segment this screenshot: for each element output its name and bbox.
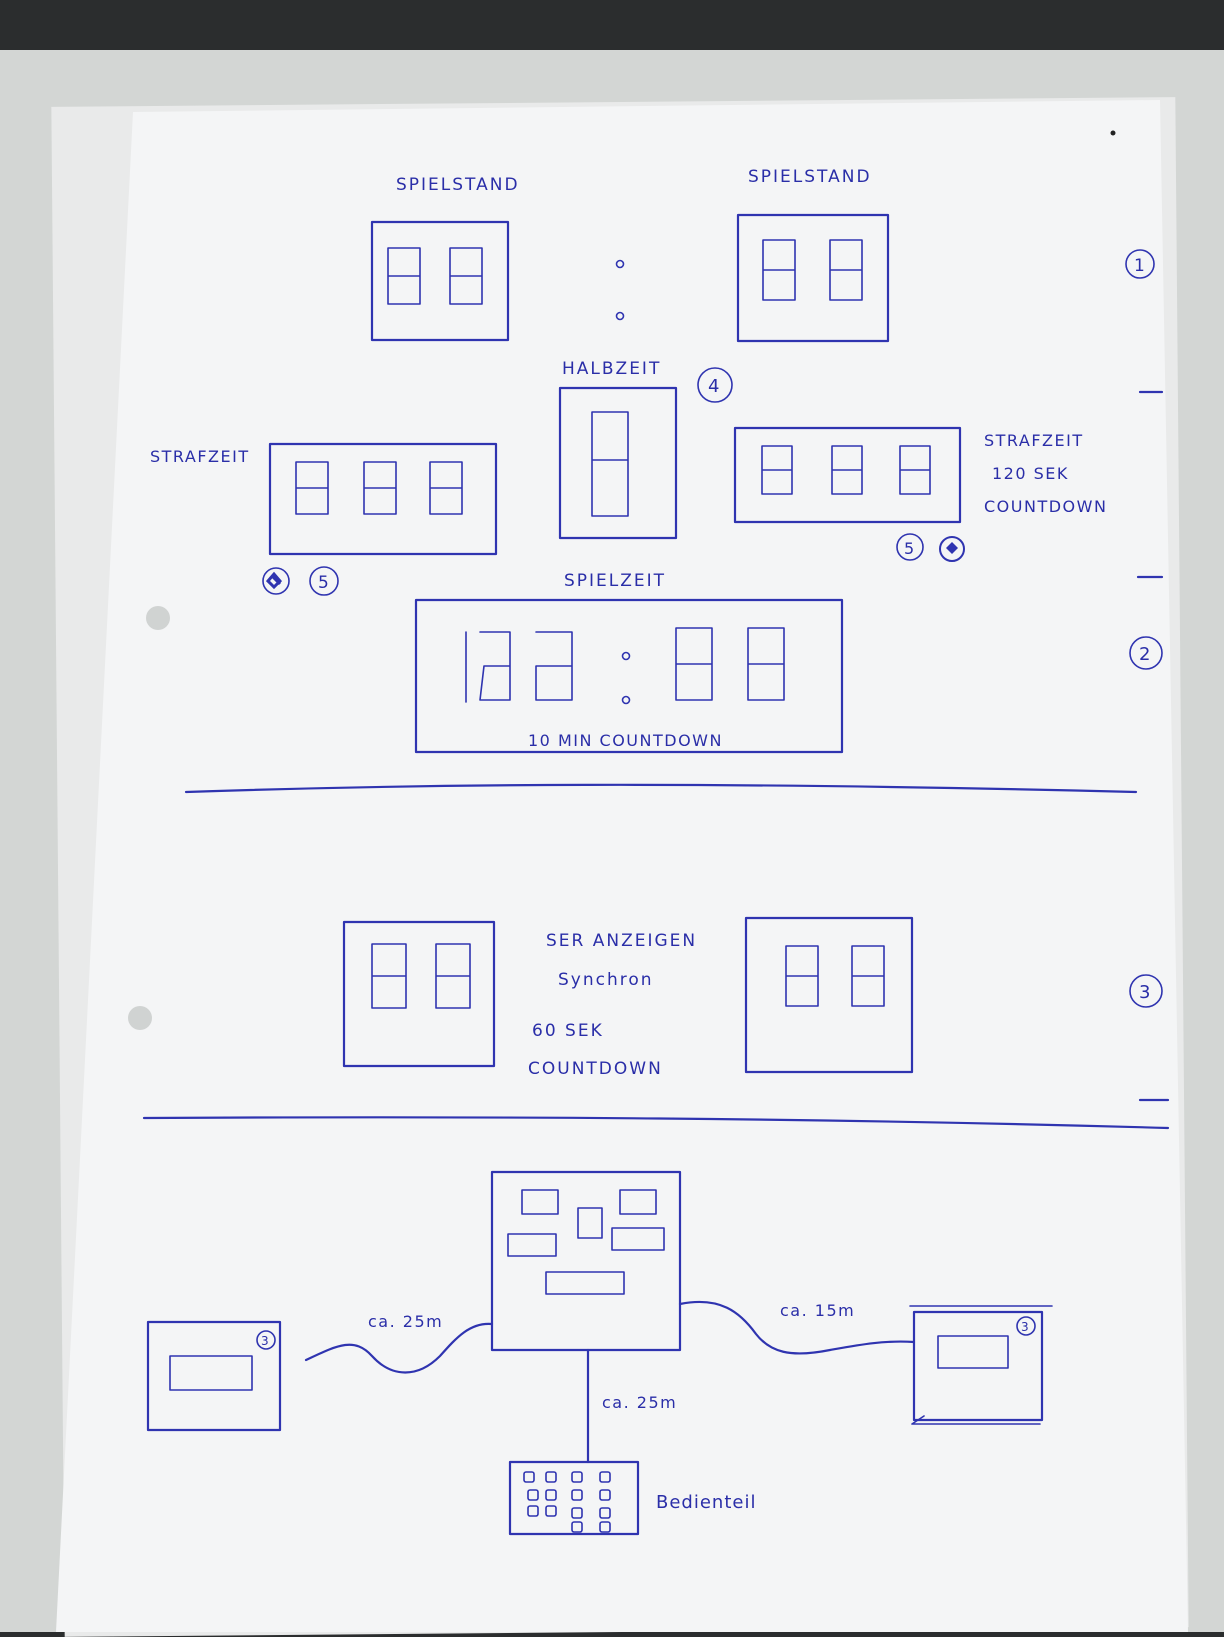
label-strafzeit-countdown: COUNTDOWN [984, 497, 1107, 516]
svg-text:2: 2 [1139, 644, 1150, 665]
digit [591, 411, 629, 517]
strafzeit-display-right [733, 426, 962, 524]
svg-text:3: 3 [1021, 1320, 1029, 1334]
strafzeit-right-markers: 5 [896, 533, 965, 562]
halbzeit-display [558, 386, 678, 540]
digit [363, 461, 397, 515]
cable-right [678, 1300, 916, 1355]
label-spielstand-right: SPIELSTAND [748, 167, 872, 187]
section-marker-3: 3 [1129, 974, 1163, 1008]
label-strafzeit-duration: 120 SEK [992, 464, 1069, 483]
svg-text:1: 1 [1134, 256, 1145, 276]
ink-dot [1110, 130, 1116, 136]
digit [465, 631, 511, 703]
label-ser-anzeigen: SER ANZEIGEN [546, 931, 697, 951]
remote-display-right: 3 [909, 1305, 1053, 1425]
svg-text:5: 5 [318, 573, 329, 593]
digit [761, 445, 793, 495]
digit [899, 445, 931, 495]
strafzeit-left-markers: 5 [262, 566, 339, 596]
halbzeit-marker: 4 [697, 367, 733, 403]
scribble-icon [265, 571, 283, 590]
label-spielzeit: SPIELZEIT [564, 571, 666, 591]
main-scoreboard-unit [490, 1170, 682, 1352]
label-spielstand-left: SPIELSTAND [396, 175, 520, 195]
digit [371, 943, 407, 1009]
digit [295, 461, 329, 515]
digit [429, 461, 463, 515]
label-ser-synchron: Synchron [558, 970, 654, 990]
digit [435, 943, 471, 1009]
time-colon-dot [621, 651, 631, 661]
svg-text:3: 3 [1139, 982, 1150, 1003]
cable-left [304, 1322, 494, 1374]
label-dist-right: ca. 15m [780, 1301, 855, 1320]
label-dist-down: ca. 25m [602, 1393, 677, 1412]
digit [535, 631, 573, 701]
punch-hole-top [146, 606, 170, 630]
section-divider [184, 783, 1138, 794]
paper-sheet [56, 100, 1188, 1632]
svg-text:3: 3 [261, 1334, 269, 1348]
time-colon-dot [621, 695, 631, 705]
punch-hole-bottom [128, 1006, 152, 1030]
digit [829, 239, 863, 301]
label-halbzeit: HALBZEIT [562, 359, 661, 379]
ser-display-left [342, 920, 496, 1068]
digit [387, 247, 421, 305]
scribble-icon [946, 542, 958, 554]
digit [851, 945, 885, 1007]
label-spielzeit-countdown: 10 MIN COUNTDOWN [528, 731, 723, 750]
svg-text:4: 4 [708, 376, 719, 397]
ser-display-right [744, 916, 914, 1074]
label-dist-left: ca. 25m [368, 1312, 443, 1331]
score-colon-dot [615, 259, 625, 269]
label-ser-countdown: COUNTDOWN [528, 1059, 663, 1079]
label-strafzeit-left: STRAFZEIT [150, 447, 250, 466]
digit [747, 627, 785, 701]
section-marker-1: 1 [1125, 249, 1155, 279]
digit [762, 239, 796, 301]
control-panel [508, 1460, 640, 1536]
digit [831, 445, 863, 495]
digit [785, 945, 819, 1007]
label-strafzeit-right: STRAFZEIT [984, 431, 1084, 450]
remote-display-left: 3 [146, 1320, 282, 1432]
score-display-right [736, 213, 890, 343]
section-marker-2: 2 [1129, 636, 1163, 670]
strafzeit-display-left [268, 442, 498, 556]
spielzeit-display [414, 598, 844, 754]
digit [449, 247, 483, 305]
svg-text:5: 5 [904, 539, 914, 558]
section-divider [142, 1116, 1170, 1130]
score-colon-dot [615, 311, 625, 321]
label-ser-duration: 60 SEK [532, 1021, 604, 1041]
label-bedienteil: Bedienteil [656, 1492, 756, 1513]
score-display-left [370, 220, 510, 342]
digit [675, 627, 713, 701]
